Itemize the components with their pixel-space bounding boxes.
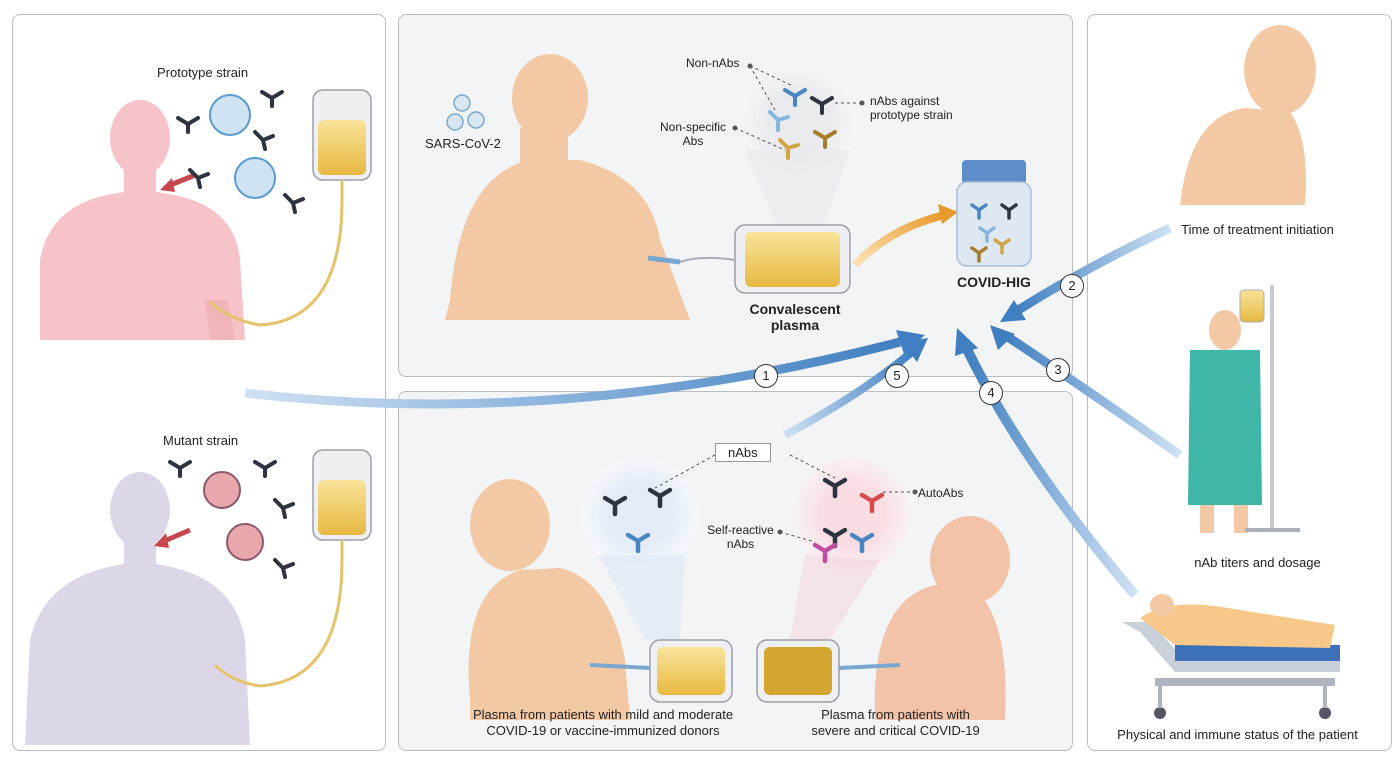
mild-caption-line-1: Plasma from patients with mild and moder… [472,707,734,722]
sars-cov-2-label: SARS-CoV-2 [425,136,501,151]
nabs-against-label: nAbs against prototype strain [870,94,953,122]
convalescent-plasma-line-1: Convalescent [749,301,841,317]
nabs-against-line-1: nAbs against [870,94,940,108]
coughing-patient-figure [1180,25,1316,205]
nabs-label-box: nAbs [715,443,771,462]
mutant-virus-icons [203,471,264,561]
arrow-5 [783,338,928,439]
patient-bed [1122,594,1340,719]
badge-3: 3 [1046,358,1070,382]
arrow-4 [955,328,1139,599]
covid-hig-label: COVID-HIG [957,274,1031,290]
time-of-treatment-label: Time of treatment initiation [1181,222,1334,237]
severe-plasma-bag [756,639,901,703]
convalescent-plasma-line-2: plasma [770,317,820,333]
prototype-strain-label: Prototype strain [157,65,249,80]
severe-caption-line-2: severe and critical COVID-19 [811,723,980,738]
self-reactive-line-1: Self-reactive [707,523,774,537]
arrow-2 [1000,223,1172,322]
non-specific-abs-label: Non-specific Abs [653,120,733,148]
non-nabs-label: Non-nAbs [686,56,740,70]
covid-hig-bottle [956,160,1032,267]
lavender-patient-figure [25,472,250,745]
arrow-3 [990,325,1183,459]
convalescent-plasma-bag [647,224,851,294]
severe-patient-figure [874,516,1010,720]
sars-cov-2-icon [446,94,485,131]
iv-bag-mutant [213,449,372,688]
mild-plasma-bag [589,639,733,703]
badge-1: 1 [754,364,778,388]
self-reactive-nabs-label: Self-reactive nAbs [698,523,783,551]
mutant-strain-label: Mutant strain [163,433,239,448]
standing-patient-gown [1188,285,1300,533]
nab-titers-label: nAb titers and dosage [1194,555,1321,570]
arrow-1 [244,330,925,409]
self-reactive-line-2: nAbs [726,537,755,551]
severe-plasma-caption: Plasma from patients with severe and cri… [788,707,1003,739]
autoabs-label: AutoAbs [918,486,964,500]
badge-4: 4 [979,381,1003,405]
badge-2: 2 [1060,274,1084,298]
severe-antibody-circle [794,457,910,573]
patient-status-label: Physical and immune status of the patien… [1117,727,1358,742]
mild-antibody-circle [582,457,698,573]
donor-figure [445,54,690,320]
nabs-against-line-2: prototype strain [870,108,953,122]
prototype-virus-icons [209,94,276,199]
non-specific-line-1: Non-specific [659,120,727,134]
iv-bag-prototype [208,89,372,327]
mild-patient-figure [468,479,630,720]
pink-patient-figure [40,100,245,340]
convalescent-plasma-label: Convalescent plasma [735,301,855,333]
mild-plasma-caption: Plasma from patients with mild and moder… [443,707,763,739]
badge-5: 5 [885,364,909,388]
mild-caption-line-2: COVID-19 or vaccine-immunized donors [486,723,720,738]
antibody-icons-left [168,90,305,579]
severe-caption-line-1: Plasma from patients with [821,707,970,722]
non-specific-line-2: Abs [682,134,704,148]
